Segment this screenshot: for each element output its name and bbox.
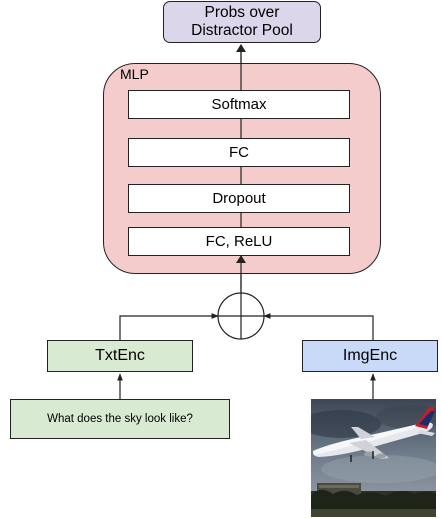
- mlp-layer-fc: FC: [128, 138, 350, 167]
- output-probs-box: Probs over Distractor Pool: [163, 1, 321, 43]
- mlp-layer-label: Dropout: [212, 190, 266, 207]
- question-input-box: What does the sky look like?: [10, 399, 230, 439]
- airplane-icon: [312, 407, 435, 462]
- airplane-photo: [311, 399, 436, 517]
- output-probs-label: Probs over Distractor Pool: [191, 4, 293, 39]
- fusion-concat-icon: [217, 292, 265, 340]
- mlp-layer-softmax: Softmax: [128, 90, 350, 119]
- mlp-layer-fc-relu: FC, ReLU: [128, 227, 350, 256]
- question-text: What does the sky look like?: [47, 413, 193, 425]
- mlp-layer-dropout: Dropout: [128, 184, 350, 213]
- image-encoder-box: ImgEnc: [302, 340, 438, 372]
- mlp-label: MLP: [120, 66, 149, 82]
- text-encoder-box: TxtEnc: [47, 340, 193, 372]
- mlp-layer-label: FC, ReLU: [205, 233, 273, 250]
- mlp-layer-label: Softmax: [211, 96, 267, 113]
- image-encoder-label: ImgEnc: [342, 347, 398, 364]
- arrow-imgenc-to-fusion: [263, 313, 374, 340]
- mlp-layer-label: FC: [229, 144, 249, 161]
- arrow-txtenc-to-fusion: [119, 313, 219, 340]
- text-encoder-label: TxtEnc: [95, 347, 145, 364]
